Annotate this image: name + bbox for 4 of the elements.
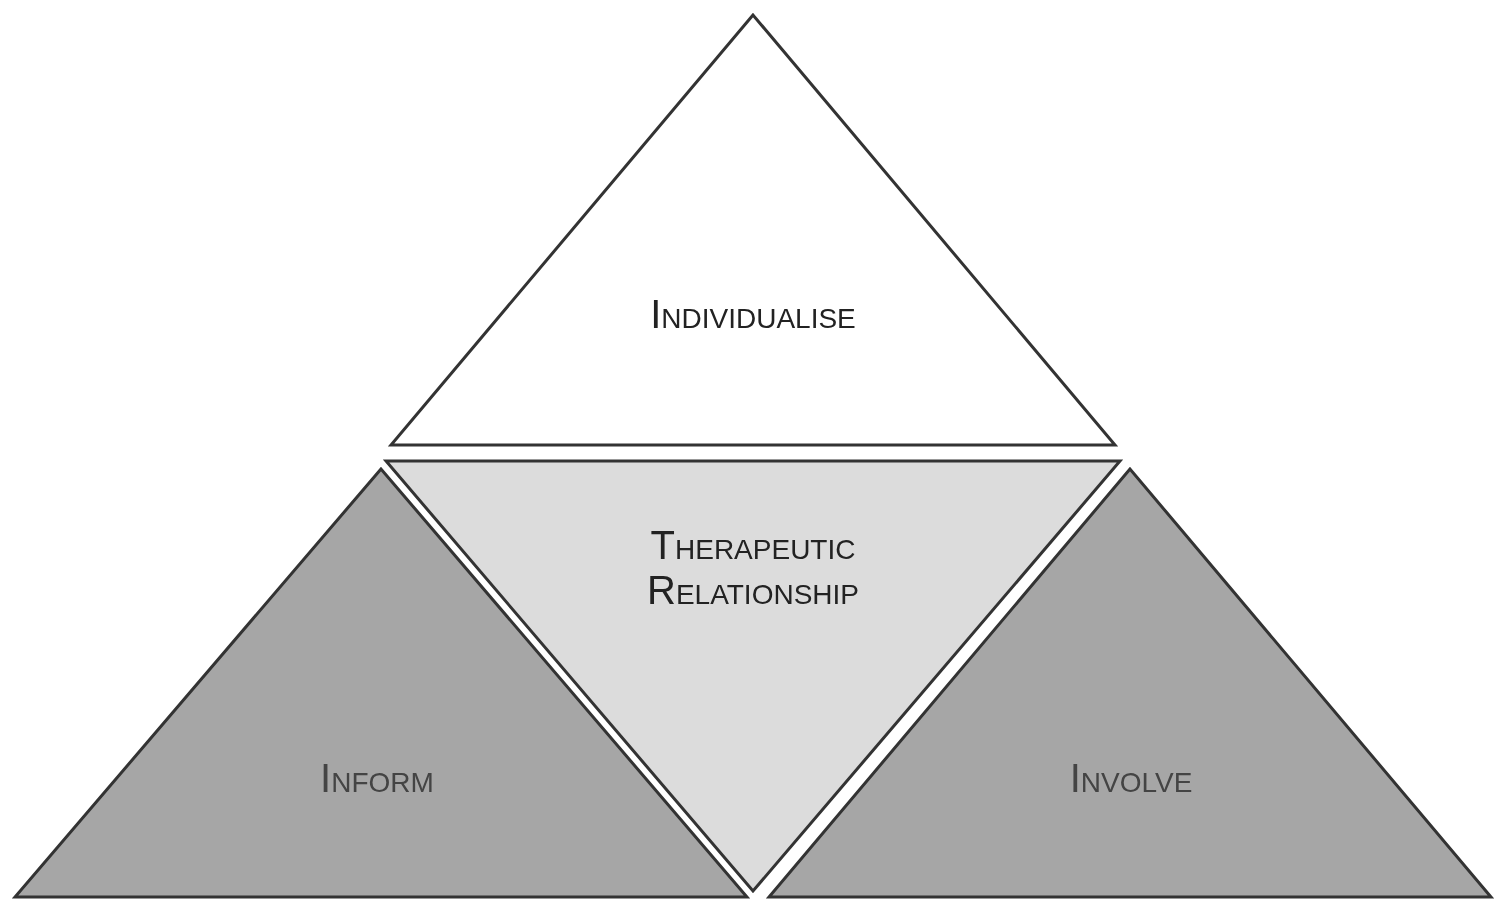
panel-label: Individualise — [649, 292, 857, 337]
panel-label: Inform — [319, 756, 435, 801]
panel-label: Therapeutic Relationship — [646, 523, 860, 613]
panel-label: Involve — [1068, 756, 1194, 801]
